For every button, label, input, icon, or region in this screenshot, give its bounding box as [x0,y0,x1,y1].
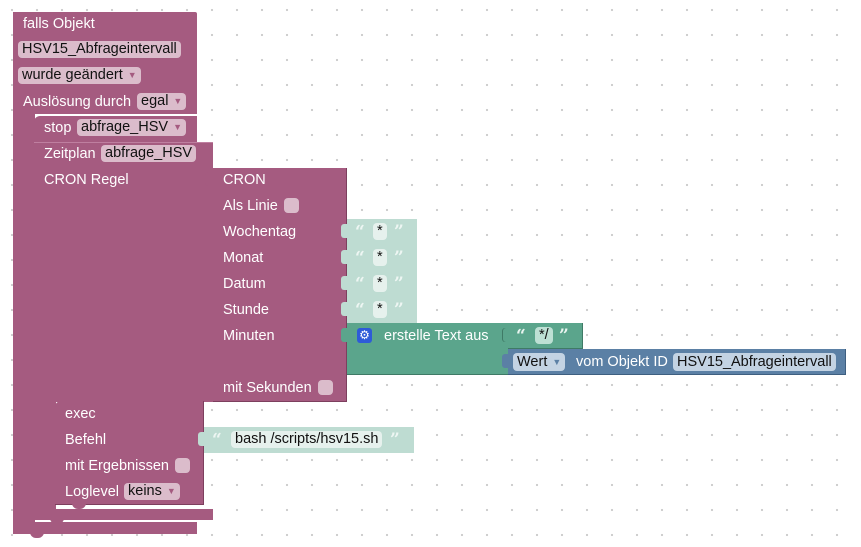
trigger-title: falls Objekt [23,16,95,32]
weekday-value-field[interactable]: * [373,223,387,240]
hour-value-field[interactable]: * [373,301,387,318]
cron-title: CRON [223,172,266,188]
cron-hour-label: Stunde [223,302,269,318]
stop-schedule-dropdown[interactable]: abfrage_HSV ▼ [77,119,186,136]
trigger-object-id-field[interactable]: HSV15_Abfrageintervall [18,41,181,58]
chevron-down-icon: ▼ [127,70,137,80]
close-quote-icon: ” [394,222,404,242]
trigger-condition-value: wurde geändert [22,67,123,83]
trigger-block-spine [13,110,35,530]
close-quote-icon: ” [394,300,404,320]
cron-as-line-label: Als Linie [223,198,278,214]
trigger-block-footer [13,522,197,534]
schedule-block-body [34,168,214,402]
month-text-tab [341,250,349,264]
close-quote-icon: ” [390,430,400,450]
exec-next-notch [72,503,86,509]
schedule-next-notch [50,518,64,524]
cron-date-label: Datum [223,276,266,292]
open-quote-icon: “ [516,326,526,346]
stop-schedule-value: abfrage_HSV [81,119,169,135]
get-value-tab [502,354,510,368]
exec-command-label: Befehl [65,432,107,448]
chevron-down-icon: ▼ [552,357,562,367]
open-quote-icon: “ [212,430,222,450]
trigger-condition-dropdown[interactable]: wurde geändert ▼ [18,67,141,84]
text-join-label: erstelle Text aus [384,328,489,344]
get-value-mode-value: Wert [517,354,548,370]
open-quote-icon: “ [355,300,365,320]
get-value-object-id-field[interactable]: HSV15_Abfrageintervall [673,353,836,371]
exec-with-results-checkbox[interactable] [175,458,190,473]
chevron-down-icon: ▼ [173,122,182,132]
cron-seconds-label: mit Sekunden [223,380,312,396]
month-value-field[interactable]: * [373,249,387,266]
cron-output-tab [205,172,213,186]
open-quote-icon: “ [355,222,365,242]
text-part1-field[interactable]: */ [535,327,553,344]
open-quote-icon: “ [355,274,365,294]
cron-month-label: Monat [223,250,264,266]
close-quote-icon: ” [394,274,404,294]
date-value-field[interactable]: * [373,275,387,292]
chevron-down-icon: ▼ [173,96,183,106]
stop-label: stop [44,120,72,136]
schedule-block-footer [34,509,213,520]
command-value-field[interactable]: bash /scripts/hsv15.sh [231,431,383,448]
exec-with-results-label: mit Ergebnissen [65,458,169,474]
text-join-body[interactable] [347,323,509,375]
command-text-tab [198,432,206,446]
cron-seconds-checkbox[interactable] [318,380,333,395]
schedule-label: Zeitplan [44,146,96,162]
close-quote-icon: ” [394,248,404,268]
text-part1-tab [502,328,510,342]
exec-title: exec [65,406,96,422]
chevron-down-icon: ▼ [166,486,176,496]
cron-block-body[interactable] [213,168,347,402]
get-value-label: vom Objekt ID [576,354,668,370]
cron-minutes-label: Minuten [223,328,275,344]
trigger-by-label: Auslösung durch [23,94,132,110]
cron-weekday-label: Wochentag [223,224,297,240]
trigger-by-value: egal [141,93,169,109]
hour-text-tab [341,302,349,316]
trigger-by-dropdown[interactable]: egal ▼ [137,93,187,110]
gear-icon[interactable]: ⚙ [357,328,372,343]
exec-loglevel-label: Loglevel [65,484,120,500]
schedule-name-field[interactable]: abfrage_HSV [101,145,197,162]
close-quote-icon: ” [559,326,569,346]
exec-loglevel-value: keins [128,483,162,499]
schedule-block-spine [34,398,56,512]
date-text-tab [341,276,349,290]
get-value-mode-dropdown[interactable]: Wert ▼ [513,353,566,371]
trigger-next-notch [30,532,44,538]
text-join-tab [341,328,349,342]
cron-as-line-checkbox[interactable] [284,198,299,213]
weekday-text-tab [341,224,349,238]
open-quote-icon: “ [355,248,365,268]
exec-loglevel-dropdown[interactable]: keins ▼ [124,483,180,500]
cron-rule-label: CRON Regel [44,172,129,188]
